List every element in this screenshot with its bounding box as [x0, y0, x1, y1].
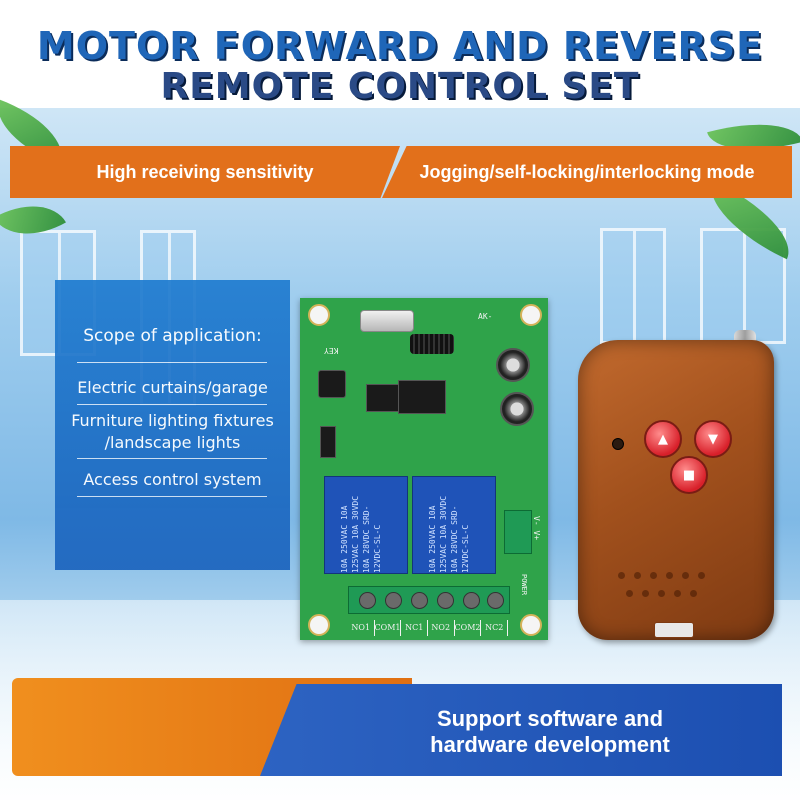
- relay-spec: 10A 250VAC 10A 125VAC 10A 30VDC 10A 28VD…: [340, 495, 382, 573]
- power-label: POWER: [520, 574, 528, 596]
- receiver-board: AK- KEY 10A 250VAC 10A 125VAC 10A 30VDC …: [300, 298, 548, 640]
- antenna-label: AK-: [478, 312, 493, 321]
- terminal-label: NO1: [348, 620, 375, 636]
- mount-hole: [308, 614, 330, 636]
- down-arrow-button[interactable]: ▼: [694, 420, 732, 458]
- down-arrow-icon: ▼: [708, 431, 718, 447]
- grip-dot: [674, 590, 681, 597]
- terminal-screw: [359, 592, 376, 609]
- indicator-led: [612, 438, 624, 450]
- ic-chip: [398, 380, 446, 414]
- feature-banner-modes: Jogging/self-locking/interlocking mode: [382, 146, 792, 198]
- feature-label: Jogging/self-locking/interlocking mode: [419, 161, 755, 182]
- feature-label: High receiving sensitivity: [96, 161, 314, 182]
- grip-dot: [658, 590, 665, 597]
- power-terminal: [504, 510, 532, 554]
- grip-dot: [698, 572, 705, 579]
- background-window: [600, 228, 666, 344]
- terminal-label: COM2: [455, 620, 482, 636]
- divider: [77, 404, 267, 405]
- grip-dot: [634, 572, 641, 579]
- scope-heading: Scope of application:: [83, 326, 262, 346]
- antenna-coil: [410, 334, 454, 354]
- scope-item: Furniture lighting fixtures /landscape l…: [71, 411, 274, 452]
- terminal-screw: [487, 592, 504, 609]
- capacitor: [500, 392, 534, 426]
- scope-item: Access control system: [83, 470, 262, 489]
- terminal-screw: [411, 592, 428, 609]
- grip-dot: [626, 590, 633, 597]
- bottom-banner: [260, 684, 782, 776]
- terminal-label: NO2: [428, 620, 455, 636]
- grip-dot: [690, 590, 697, 597]
- scope-panel: Scope of application: Electric curtains/…: [55, 280, 290, 570]
- divider: [77, 362, 267, 363]
- up-arrow-button[interactable]: ▲: [644, 420, 682, 458]
- key-label: KEY: [324, 346, 339, 355]
- feature-banner-sensitivity: High receiving sensitivity: [10, 146, 400, 198]
- scope-item: Electric curtains/garage: [77, 378, 268, 397]
- relay-spec: 10A 250VAC 10A 125VAC 10A 30VDC 10A 28VD…: [428, 495, 470, 573]
- terminal-label: NC1: [401, 620, 428, 636]
- output-terminal-strip: [348, 586, 510, 614]
- bottom-banner-line: Support software and: [436, 706, 664, 731]
- learn-key-button: [318, 370, 346, 398]
- grip-dot: [682, 572, 689, 579]
- grip-dot: [650, 572, 657, 579]
- mount-hole: [308, 304, 330, 326]
- mount-hole: [520, 304, 542, 326]
- bottom-banner-line: hardware development: [430, 732, 670, 757]
- stop-square-icon: ■: [682, 467, 696, 483]
- page-subtitle: REMOTE CONTROL SET: [160, 66, 640, 107]
- terminal-label: NC2: [481, 620, 508, 636]
- divider: [77, 496, 267, 497]
- terminal-label: COM1: [375, 620, 402, 636]
- terminal-screw: [385, 592, 402, 609]
- jumper: [320, 426, 336, 458]
- page-title: MOTOR FORWARD AND REVERSE: [36, 24, 764, 68]
- stop-button[interactable]: ■: [670, 456, 708, 494]
- terminal-screw: [463, 592, 480, 609]
- relay-1: 10A 250VAC 10A 125VAC 10A 30VDC 10A 28VD…: [324, 476, 408, 574]
- grip-dot: [666, 572, 673, 579]
- divider: [77, 458, 267, 459]
- bottom-banner-text: Support software and hardware developmen…: [380, 706, 720, 758]
- mount-hole: [520, 614, 542, 636]
- grip-dot: [642, 590, 649, 597]
- crystal-component: [360, 310, 414, 332]
- grip-dot: [618, 572, 625, 579]
- terminal-labels: NO1 COM1 NC1 NO2 COM2 NC2: [348, 620, 508, 636]
- relay-2: 10A 250VAC 10A 125VAC 10A 30VDC 10A 28VD…: [412, 476, 496, 574]
- up-arrow-icon: ▲: [658, 431, 668, 447]
- terminal-screw: [437, 592, 454, 609]
- capacitor: [496, 348, 530, 382]
- remote-hang-slot: [654, 622, 694, 638]
- power-pins-label: V- V+: [532, 516, 541, 541]
